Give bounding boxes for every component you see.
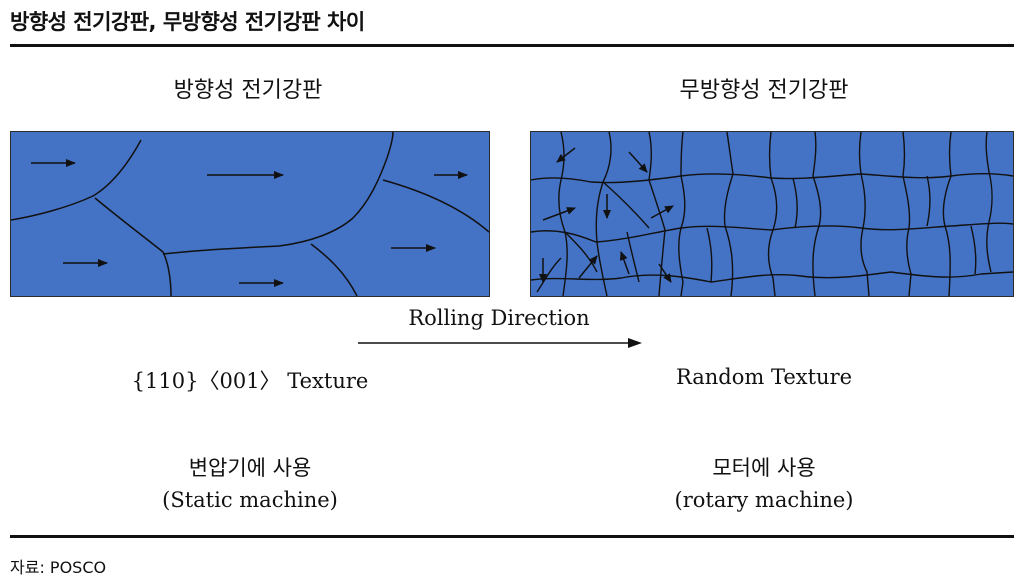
rolling-direction-label: Rolling Direction	[408, 306, 590, 330]
right-usage: 모터에 사용 (rotary machine)	[584, 452, 944, 516]
grain-boundaries	[531, 132, 1013, 296]
top-divider	[10, 44, 1014, 47]
grain-oriented-steel-diagram	[10, 131, 490, 297]
left-texture-label: {110}〈001〉 Texture	[131, 369, 369, 393]
right-usage-english: (rotary machine)	[674, 488, 854, 512]
left-usage: 변압기에 사용 (Static machine)	[70, 452, 430, 516]
grain-orientation-arrows	[31, 159, 468, 287]
non-oriented-svg	[531, 132, 1013, 296]
left-panel-title: 방향성 전기강판	[173, 78, 323, 103]
grain-oriented-svg	[11, 132, 489, 296]
source-note: 자료: POSCO	[10, 558, 107, 577]
rolling-direction-arrow	[358, 338, 642, 348]
random-grain-arrows	[539, 147, 674, 283]
non-oriented-steel-diagram	[530, 131, 1014, 297]
right-panel-title: 무방향성 전기강판	[679, 78, 849, 103]
left-usage-english: (Static machine)	[162, 488, 338, 512]
right-usage-korean: 모터에 사용	[712, 456, 816, 480]
bottom-divider	[10, 535, 1014, 538]
left-usage-korean: 변압기에 사용	[188, 456, 312, 480]
grain-boundaries	[11, 132, 489, 296]
right-texture-label: Random Texture	[675, 365, 853, 389]
page-title: 방향성 전기강판, 무방향성 전기강판 차이	[10, 10, 365, 34]
